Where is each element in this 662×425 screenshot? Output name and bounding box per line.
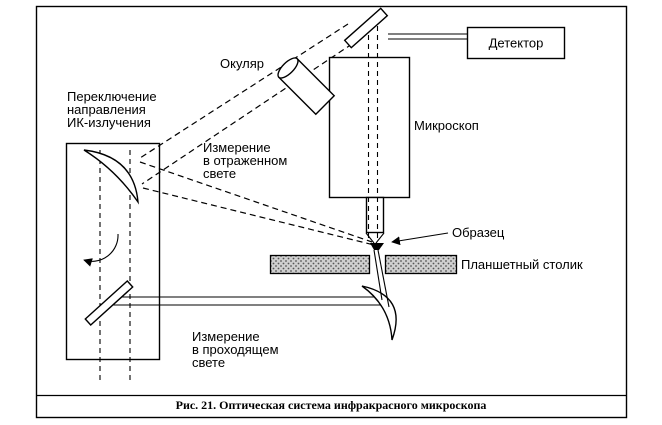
microscope-assembly: [277, 7, 411, 244]
beam-splitter-mirror: [343, 7, 389, 49]
sample-marker: [370, 243, 384, 250]
detector-assembly: [388, 26, 566, 60]
rotation-arrow: [83, 233, 119, 267]
svg-text:Измерение: Измерение: [192, 329, 260, 344]
stage-label: Планшетный столик: [461, 257, 583, 272]
detector-box: [466, 26, 566, 60]
svg-text:ИК-излучения: ИК-излучения: [67, 115, 151, 130]
sample-label: Образец: [452, 225, 505, 240]
upper-curved-mirror: [83, 149, 139, 205]
svg-text:в проходящем: в проходящем: [192, 342, 279, 357]
reflected-beam-lines: [139, 23, 375, 246]
svg-text:Переключение: Переключение: [67, 89, 157, 104]
svg-text:в отраженном: в отраженном: [203, 153, 287, 168]
objective-converging-lines: [365, 232, 385, 244]
switching-label: Переключение направления ИК-излучения: [67, 89, 157, 130]
ir-switching-assembly: [65, 142, 383, 384]
svg-text:Измерение: Измерение: [203, 140, 271, 155]
transmitted-beam-lines: [107, 296, 383, 306]
svg-text:направления: направления: [67, 102, 146, 117]
stage-right: [384, 254, 458, 275]
svg-text:свете: свете: [192, 355, 225, 370]
flat-mirror: [84, 280, 134, 326]
transmitted-light-label: Измерение в проходящем свете: [192, 329, 279, 370]
eyepiece-cap: [277, 57, 299, 79]
stage-assembly: [269, 232, 458, 341]
microscope-label: Микроскоп: [414, 118, 479, 133]
sample-to-mirror-lines: [373, 249, 390, 308]
objective-tube: [365, 196, 385, 234]
sample-pointer-arrow: [391, 232, 449, 246]
eyepiece-label: Окуляр: [220, 56, 264, 71]
eyepiece-tube: [277, 57, 336, 116]
svg-text:свете: свете: [203, 166, 236, 181]
stage-left: [269, 254, 371, 275]
detector-label: Детектор: [489, 36, 544, 51]
microscope-body: [328, 56, 411, 199]
figure-caption: Рис. 21. Оптическая система инфракрасног…: [176, 398, 487, 412]
reflected-light-label: Измерение в отраженном свете: [203, 140, 287, 181]
